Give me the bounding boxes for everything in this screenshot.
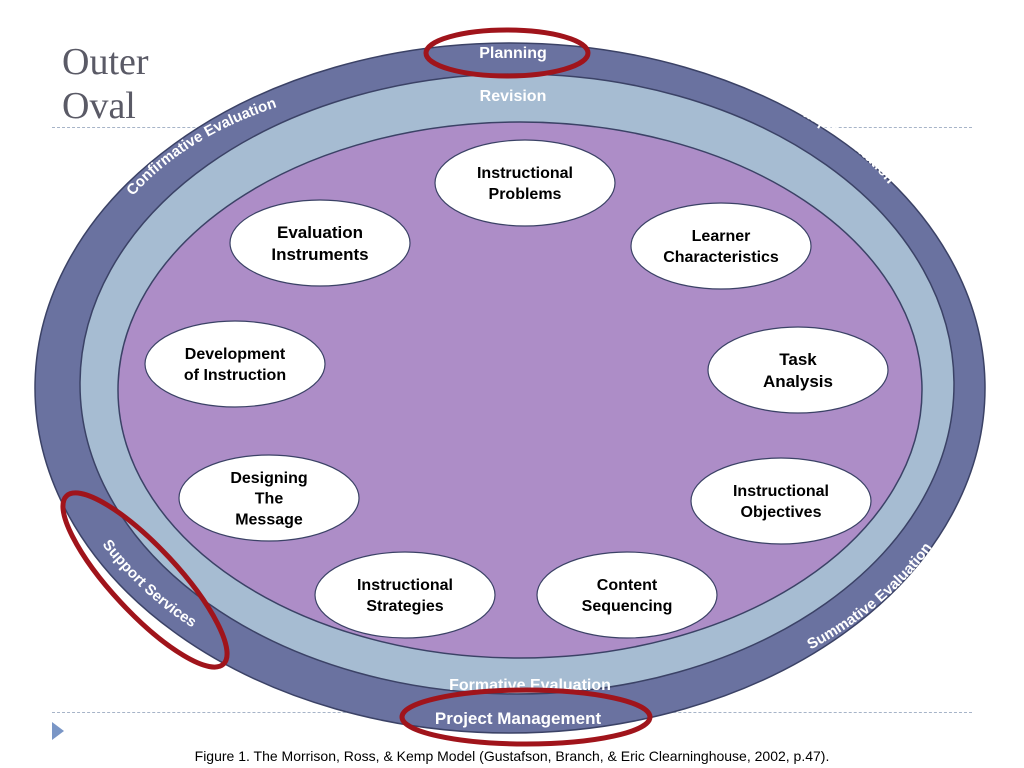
element-bubble-label: Characteristics	[663, 249, 779, 266]
element-bubble-label: Analysis	[763, 372, 833, 391]
bullet-triangle-icon	[52, 722, 64, 740]
slide-title: Outer Oval	[62, 40, 262, 128]
element-bubble-shape	[707, 326, 889, 414]
element-bubble-shape	[178, 454, 360, 542]
figure-caption: Figure 1. The Morrison, Ross, & Kemp Mod…	[194, 748, 830, 764]
element-bubble-label: The	[255, 491, 284, 508]
element-bubble-shape	[314, 551, 496, 639]
title-line-2: Oval	[62, 85, 136, 127]
element-bubble-label: Instructional	[733, 483, 829, 500]
element-bubble-label: of Instruction	[184, 367, 286, 384]
element-bubble-label: Designing	[230, 470, 307, 487]
planning-highlight	[423, 27, 591, 79]
element-bubble-shape	[690, 457, 872, 545]
element-bubble-label: Evaluation	[277, 223, 363, 242]
element-bubble-label: Instructional	[477, 165, 573, 182]
element-bubble-shape	[434, 139, 616, 227]
element-bubble-label: Content	[597, 577, 658, 594]
element-bubble-label: Learner	[692, 228, 751, 245]
revision-label: Revision	[480, 88, 547, 105]
element-bubble-label: Sequencing	[582, 598, 673, 615]
support-services-highlight	[60, 490, 230, 670]
element-bubbles: InstructionalProblemsLearnerCharacterist…	[144, 139, 889, 639]
element-bubble-label: Strategies	[366, 598, 443, 615]
element-bubble-label: Instructional	[357, 577, 453, 594]
element-bubble-label: Message	[235, 511, 303, 528]
element-bubble: Development of Instruction	[144, 320, 326, 408]
element-bubble-shape	[630, 202, 812, 290]
planning-label: Planning	[479, 45, 547, 62]
project-management-highlight	[399, 687, 653, 747]
element-bubble-shape	[144, 320, 326, 408]
project-management-label: Project Management	[435, 709, 602, 728]
element-bubble-label: Development	[185, 346, 286, 363]
element-bubble-label: Task	[779, 350, 817, 369]
element-bubble-shape	[229, 199, 411, 287]
title-line-1: Outer	[62, 41, 149, 83]
element-bubble-label: Objectives	[741, 504, 822, 521]
element-bubble-shape	[536, 551, 718, 639]
element-bubble-label: Problems	[489, 186, 562, 203]
element-bubble-label: Instruments	[271, 245, 368, 264]
